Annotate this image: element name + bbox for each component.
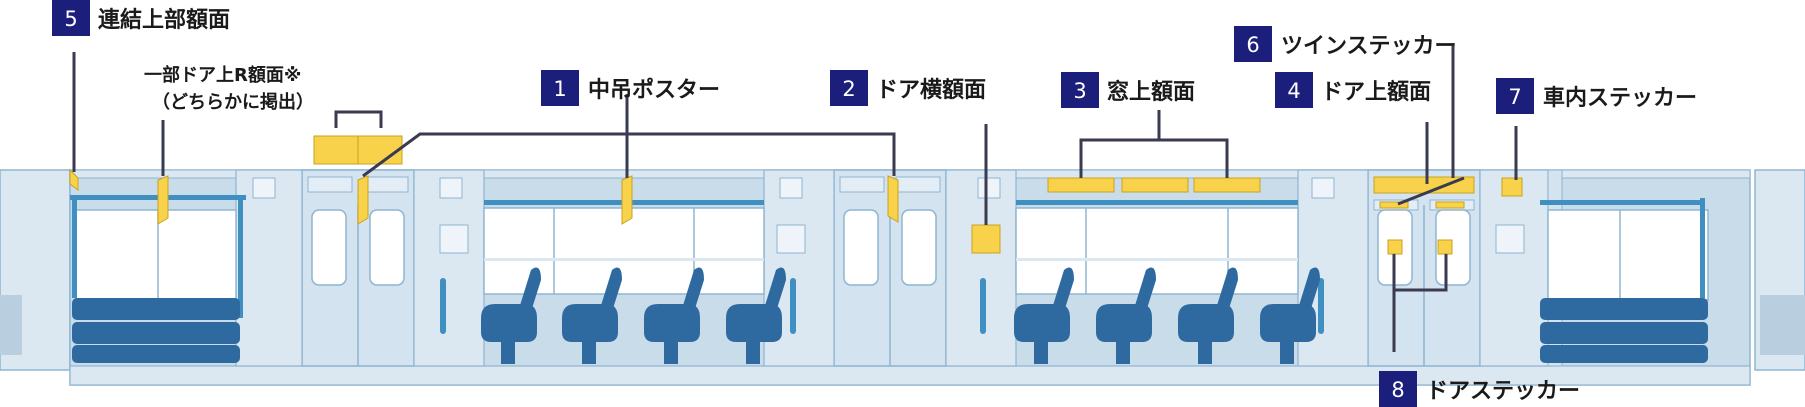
number-badge — [1379, 371, 1417, 407]
ad-in-car-sticker — [1501, 177, 1523, 197]
ad-above-window-frame — [1047, 177, 1115, 193]
bench-seats — [72, 298, 1708, 363]
label-number: 2 — [842, 77, 855, 101]
label-number: 8 — [1391, 378, 1404, 402]
number-badge — [830, 70, 868, 106]
ad-above-window-frame — [1193, 177, 1261, 193]
ad-twin-sticker — [1435, 201, 1465, 209]
label-number: 7 — [1508, 85, 1521, 109]
ad-hanging-poster — [621, 175, 633, 225]
label-text: ドア横額面 — [876, 77, 986, 103]
label-number: 1 — [553, 77, 566, 101]
ad-spaces — [69, 135, 1523, 255]
number-badge — [1234, 26, 1272, 62]
number-badge — [541, 70, 579, 106]
cross-seat — [644, 267, 704, 364]
ad-door-top-r-frame — [313, 135, 359, 165]
leader-lines — [72, 46, 1518, 352]
cross-seat — [481, 267, 541, 364]
ad-door-sticker — [1437, 239, 1453, 255]
number-badge — [1061, 72, 1099, 108]
ad-above-window-frame — [1121, 177, 1189, 193]
number-badge — [52, 0, 90, 36]
door — [1367, 169, 1481, 367]
ad-hanging-poster — [157, 175, 169, 225]
cross-seat — [1096, 267, 1156, 364]
label-8: 8 ドアステッカー — [1379, 371, 1580, 407]
ad-door-top-r-frame — [357, 135, 403, 165]
ad-door-side-frame — [971, 224, 1001, 254]
cross-seats — [481, 267, 1320, 364]
label-5: 5 連結上部額面 — [52, 0, 230, 36]
cross-seat — [562, 267, 622, 364]
cross-seat — [1014, 267, 1074, 364]
label-number: 5 — [64, 7, 77, 31]
ad-door-sticker — [1387, 239, 1403, 255]
ad-twin-sticker — [1379, 201, 1409, 209]
number-badge — [1275, 72, 1313, 108]
label-number: 6 — [1246, 33, 1259, 57]
label-text: 連結上部額面 — [98, 7, 230, 33]
label-text: ツインステッカー — [1281, 34, 1457, 59]
labels: 5 連結上部額面 1 中吊ポスター 2 ドア横額面 3 窓上額面 6 ツインステ… — [52, 0, 1697, 407]
label-number: 4 — [1287, 79, 1300, 103]
label-6: 6 ツインステッカー — [1234, 26, 1457, 62]
label-1: 1 中吊ポスター — [541, 70, 720, 106]
label-7: 7 車内ステッカー — [1496, 78, 1697, 114]
label-2: 2 ドア横額面 — [830, 70, 986, 106]
label-number: 3 — [1073, 79, 1086, 103]
cross-seat — [1178, 267, 1238, 364]
note-line-1: 一部ドア上R額面※ — [144, 64, 301, 86]
label-text: 窓上額面 — [1107, 79, 1195, 105]
pillar-panels — [235, 169, 1563, 367]
ad-coupling-upper-frame — [69, 168, 79, 191]
note-line-2: （どちらかに掲出） — [152, 91, 314, 113]
label-text: 中吊ポスター — [588, 77, 720, 103]
label-4: 4 ドア上額面 — [1275, 72, 1431, 108]
number-badge — [1496, 78, 1534, 114]
cross-seat — [1260, 267, 1320, 364]
label-text: 車内ステッカー — [1543, 86, 1697, 111]
label-text: ドア上額面 — [1321, 79, 1431, 105]
cross-seat — [726, 267, 786, 364]
label-text: ドアステッカー — [1426, 379, 1580, 404]
ad-hanging-poster — [357, 175, 369, 225]
label-3: 3 窓上額面 — [1061, 72, 1195, 108]
ad-hanging-poster — [887, 175, 899, 223]
